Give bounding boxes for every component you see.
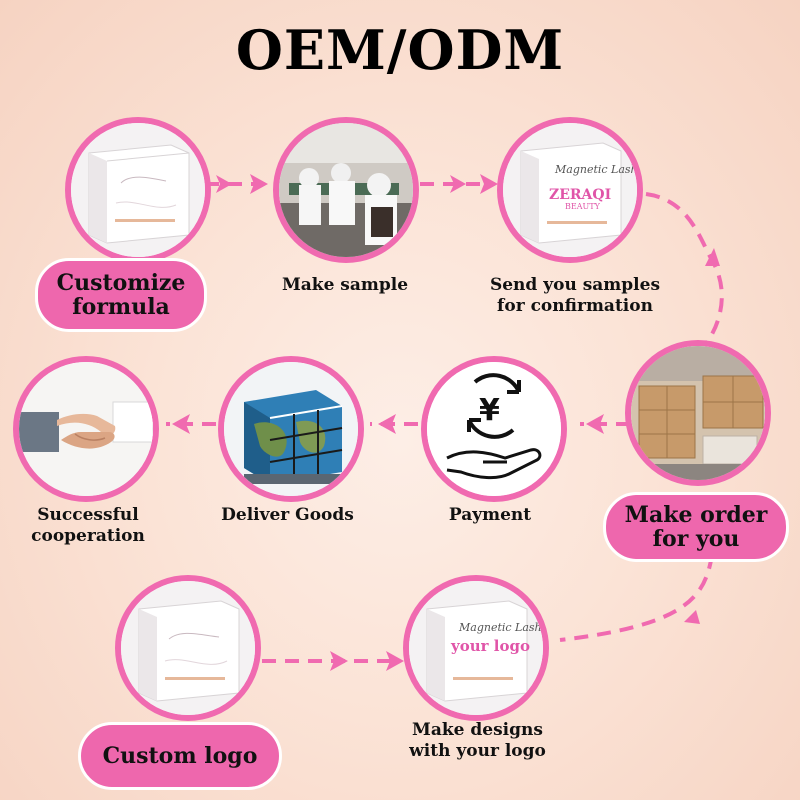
make-sample-label: Make sample: [281, 275, 409, 295]
make-order-pill: Make order for you: [603, 492, 789, 562]
pill-line: Customize: [56, 270, 186, 296]
arrowhead: [172, 414, 190, 434]
svg-text:ZERAQI: ZERAQI: [549, 187, 611, 203]
svg-text:your logo: your logo: [450, 637, 530, 655]
payment-label: Payment: [448, 505, 532, 525]
custom-logo-image: [115, 575, 261, 721]
make-designs-image: Magnetic Lashes your logo: [403, 575, 549, 721]
arrowhead: [705, 248, 720, 266]
send-samples-image: Magnetic Lashes ZERAQI BEAUTY: [497, 117, 643, 263]
arrowhead: [386, 651, 404, 671]
page-title: OEM/ODM: [235, 18, 565, 82]
payment-image: ¥: [421, 356, 567, 502]
deliver-goods-label: Deliver Goods: [221, 505, 354, 525]
customize-formula-pill: Customize formula: [35, 258, 207, 332]
arrowhead: [684, 610, 700, 624]
pill-line: Custom logo: [102, 743, 258, 769]
customize-formula-image: [65, 117, 211, 263]
svg-text:BEAUTY: BEAUTY: [565, 202, 601, 211]
make-designs-label: Make designs with your logo: [409, 720, 546, 761]
svg-text:Magnetic Lashes: Magnetic Lashes: [554, 163, 637, 176]
arrowhead: [378, 414, 396, 434]
arrowhead: [450, 175, 466, 193]
arrowhead: [250, 174, 268, 194]
arrowhead: [216, 175, 232, 193]
svg-text:¥: ¥: [479, 393, 500, 428]
arrowhead: [586, 414, 604, 434]
svg-text:Magnetic Lashes: Magnetic Lashes: [458, 621, 543, 634]
send-samples-label: Send you samples for confirmation: [489, 275, 661, 316]
arrowhead: [330, 651, 348, 671]
pill-line: for you: [652, 526, 740, 552]
arrowhead: [480, 174, 498, 194]
make-sample-image: [273, 117, 419, 263]
deliver-goods-image: [218, 356, 364, 502]
make-order-image: [625, 340, 771, 486]
pill-line: Make order: [624, 502, 768, 528]
arrow-order-to-designs: [559, 554, 714, 642]
custom-logo-pill: Custom logo: [78, 722, 282, 790]
pill-line: formula: [72, 294, 170, 320]
arrow-send-to-order: [645, 192, 724, 352]
successful-cooperation-label: Successful cooperation: [31, 505, 145, 546]
successful-cooperation-image: [13, 356, 159, 502]
